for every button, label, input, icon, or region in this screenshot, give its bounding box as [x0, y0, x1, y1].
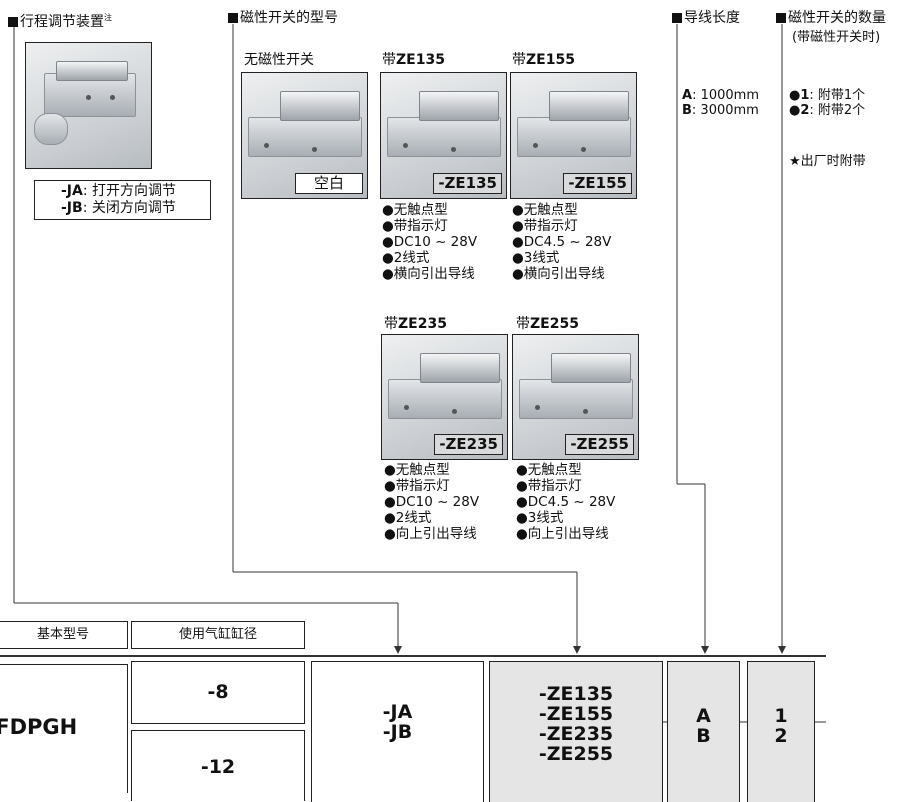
adjust-cell: -JA -JB	[311, 661, 484, 802]
feature: 带指示灯	[516, 478, 615, 494]
switch-codes: -ZE135 -ZE155 -ZE235 -ZE255	[538, 683, 614, 765]
lead-option-a: A: 1000mm	[682, 88, 759, 103]
feature: 2线式	[384, 510, 479, 526]
feature: DC4.5 ~ 28V	[516, 494, 616, 510]
ze235-title: 带ZE235	[384, 316, 447, 332]
stroke-adjust-title: 行程调节装置注	[8, 10, 112, 30]
feature: 带指示灯	[512, 218, 611, 234]
bore-8-cell: -8	[131, 661, 305, 724]
ze155-features: 无触点型 带指示灯 DC4.5 ~ 28V 3线式 横向引出导线	[512, 202, 612, 282]
length-cell: A B	[667, 661, 740, 802]
length-codes: A B	[696, 705, 711, 747]
feature: 向上引出导线	[516, 526, 615, 542]
header-bore: 使用气缸缸径	[131, 621, 305, 649]
ze235-features: 无触点型 带指示灯 DC10 ~ 28V 2线式 向上引出导线	[384, 462, 479, 542]
switch-qty-subtitle: (带磁性开关时)	[792, 30, 881, 45]
feature: 2线式	[382, 250, 477, 266]
ze135-tag: -ZE135	[433, 173, 502, 194]
bore-8: -8	[207, 681, 229, 703]
feature: 向上引出导线	[384, 526, 479, 542]
feature: DC4.5 ~ 28V	[512, 234, 612, 250]
feature: 横向引出导线	[512, 266, 611, 282]
ze155-title: 带ZE155	[512, 52, 575, 68]
qty-cell: 1 2	[747, 661, 815, 802]
ze235-tag: -ZE235	[434, 434, 503, 455]
switch-model-title: 磁性开关的型号	[228, 10, 338, 26]
ze155-tag: -ZE155	[563, 173, 632, 194]
feature: 无触点型	[516, 462, 615, 478]
ze155-photo: -ZE155	[510, 72, 637, 199]
bore-12: -12	[200, 756, 236, 778]
feature: 无触点型	[384, 462, 479, 478]
stroke-adjust-photo	[25, 42, 152, 169]
no-switch-label: 无磁性开关	[244, 52, 314, 68]
lead-length-title: 导线长度	[672, 10, 740, 26]
bore-12-cell: -12	[131, 730, 305, 801]
switch-qty-title: 磁性开关的数量	[776, 10, 886, 26]
ze235-photo: -ZE235	[381, 334, 508, 460]
ze255-tag: -ZE255	[565, 434, 634, 455]
no-switch-photo: 空白	[241, 72, 368, 199]
feature: 带指示灯	[382, 218, 477, 234]
feature: 3线式	[516, 510, 615, 526]
shipping-note: ★出厂时附带	[789, 154, 866, 169]
ze135-title: 带ZE135	[382, 52, 445, 68]
feature: 无触点型	[512, 202, 611, 218]
option-ja: -JA: 打开方向调节	[61, 183, 177, 199]
qty-option-1: ●1: 附带1个	[789, 88, 866, 103]
ze255-features: 无触点型 带指示灯 DC4.5 ~ 28V 3线式 向上引出导线	[516, 462, 616, 542]
option-jb: -JB: 关闭方向调节	[61, 200, 176, 216]
feature: DC10 ~ 28V	[382, 234, 477, 250]
qty-option-2: ●2: 附带2个	[789, 103, 866, 118]
feature: 无触点型	[382, 202, 477, 218]
feature: 带指示灯	[384, 478, 479, 494]
lead-option-b: B: 3000mm	[682, 103, 759, 118]
ze135-features: 无触点型 带指示灯 DC10 ~ 28V 2线式 横向引出导线	[382, 202, 477, 282]
switch-cell: -ZE135 -ZE155 -ZE235 -ZE255	[489, 661, 663, 802]
header-basic-model: 基本型号	[0, 621, 128, 649]
basic-model-cell: AFDPGH	[0, 664, 128, 793]
ze255-photo: -ZE255	[512, 334, 639, 460]
feature: DC10 ~ 28V	[384, 494, 479, 510]
ze255-title: 带ZE255	[516, 316, 579, 332]
feature: 横向引出导线	[382, 266, 477, 282]
ze135-photo: -ZE135	[380, 72, 507, 199]
stroke-adjust-options: -JA: 打开方向调节 -JB: 关闭方向调节	[34, 180, 211, 220]
no-switch-tag: 空白	[295, 173, 363, 194]
adjust-codes: -JA -JB	[382, 701, 413, 743]
lead-length-options: A: 1000mm B: 3000mm	[682, 88, 759, 118]
basic-model: AFDPGH	[0, 715, 78, 739]
qty-codes: 1 2	[774, 705, 788, 747]
feature: 3线式	[512, 250, 611, 266]
switch-qty-options: ●1: 附带1个 ●2: 附带2个	[789, 88, 865, 118]
